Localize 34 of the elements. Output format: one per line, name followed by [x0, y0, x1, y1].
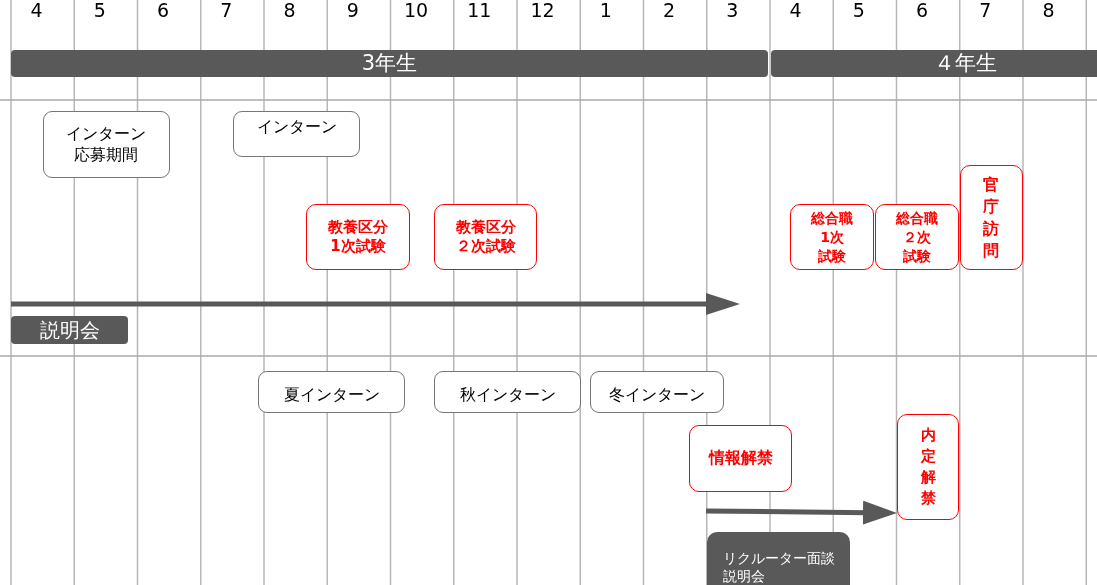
- grade-bar: ４年生: [771, 50, 1097, 77]
- event-box: インターン応募期間: [43, 111, 170, 178]
- month-label: 6: [916, 0, 929, 21]
- event-box: 教養区分２次試験: [434, 204, 537, 270]
- month-label: 11: [467, 0, 492, 21]
- arrow: [705, 500, 898, 525]
- event-box: 教養区分1次試験: [306, 204, 410, 270]
- month-label: 7: [220, 0, 233, 21]
- month-label: 8: [1042, 0, 1055, 21]
- month-label: 10: [404, 0, 429, 21]
- month-label: 4: [30, 0, 43, 21]
- month-label: 6: [157, 0, 170, 21]
- month-label: 8: [283, 0, 296, 21]
- event-box: 秋インターン: [434, 371, 581, 413]
- event-box: 情報解禁: [689, 425, 792, 492]
- month-label: 7: [979, 0, 992, 21]
- event-box: 冬インターン: [590, 371, 724, 413]
- month-label: 12: [530, 0, 555, 21]
- event-box: 官庁訪問: [960, 165, 1023, 270]
- label-tag: 説明会: [11, 316, 128, 344]
- event-box: 夏インターン: [258, 371, 405, 413]
- month-label: 2: [663, 0, 676, 21]
- grade-bar: 3年生: [11, 50, 768, 77]
- event-box: 総合職 1次 試験: [790, 204, 874, 270]
- month-label: 3: [726, 0, 739, 21]
- month-label: 4: [789, 0, 802, 21]
- month-label: 9: [346, 0, 359, 21]
- month-label: 5: [852, 0, 865, 21]
- event-box: インターン: [233, 111, 360, 157]
- month-label: 1: [599, 0, 612, 21]
- event-box: 内定解禁: [897, 414, 959, 520]
- event-box: 総合職 ２次 試験: [875, 204, 959, 270]
- label-tag: リクルーター面談説明会: [707, 532, 850, 585]
- month-label: 5: [93, 0, 106, 21]
